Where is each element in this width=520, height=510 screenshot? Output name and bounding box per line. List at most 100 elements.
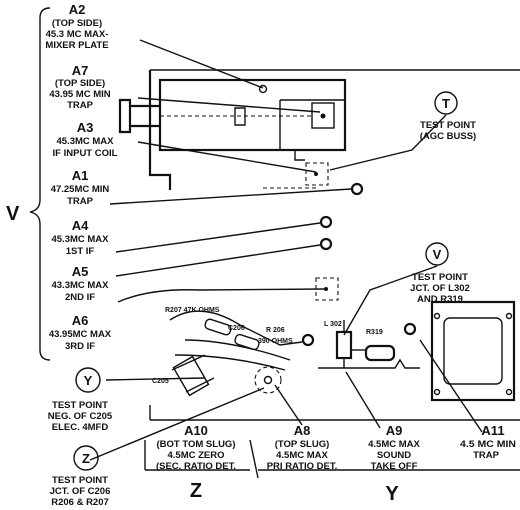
leader-lines xyxy=(89,39,483,461)
a11-rivet-bl xyxy=(433,388,441,396)
t-line-2: (AGC BUSS) xyxy=(420,131,476,142)
a1-line-1: 47.25MC MIN xyxy=(51,184,110,195)
tuner-foot xyxy=(294,150,305,161)
y-line-2: NEG. OF C205 xyxy=(48,411,113,422)
v-symbol: V xyxy=(433,247,442,262)
a11-rivet-tl xyxy=(433,312,441,320)
a7-slug xyxy=(320,113,326,119)
a8-line-1: (TOP SLUG) xyxy=(275,439,330,450)
a8-line-3: PRI RATIO DET. xyxy=(267,461,338,472)
a2-line-2: 45.3 MC MAX- xyxy=(46,29,109,40)
a4-id: A4 xyxy=(72,218,89,233)
z-symbol-circle xyxy=(73,445,99,471)
r206-value-label: 390 OHMS xyxy=(258,338,293,345)
a4-line-1: 45.3MC MAX xyxy=(51,234,109,245)
y-symbol: Y xyxy=(84,373,93,388)
a7-line-1: (TOP SIDE) xyxy=(55,78,105,89)
v-symbol-circle xyxy=(425,242,449,266)
chassis-bottom xyxy=(149,405,520,421)
ratio-det-slug xyxy=(263,375,273,385)
a3-line-2: IF INPUT COIL xyxy=(53,148,118,159)
a6-line-2: 3RD IF xyxy=(65,341,95,352)
z-line-1: TEST POINT xyxy=(52,475,108,486)
a8-id: A8 xyxy=(294,423,311,438)
a11-line-2: TRAP xyxy=(473,450,500,461)
r207-label: R207 47K OHMS xyxy=(165,307,220,314)
a11-rivet-tr xyxy=(505,312,513,320)
z-leader xyxy=(89,387,265,461)
zy-bracket-line xyxy=(144,440,520,471)
shaft-collar xyxy=(234,107,246,126)
circled-symbols xyxy=(73,91,458,471)
a10-line-1: (BOT TOM SLUG) xyxy=(157,439,236,450)
a5-line-1: 43.3MC MAX xyxy=(51,280,109,291)
a7-leader xyxy=(137,97,321,113)
a8-leader xyxy=(274,384,303,426)
a9-line-1: 4.5MC MAX xyxy=(368,439,420,450)
r319-resistor xyxy=(364,344,396,362)
a8-line-2: 4.5MC MAX xyxy=(276,450,328,461)
a9-line-3: TAKE OFF xyxy=(371,461,418,472)
a3-leader xyxy=(137,141,317,173)
c205-body xyxy=(172,355,210,397)
a5-id: A5 xyxy=(72,264,89,279)
a3-line-1: 45.3MC MAX xyxy=(56,136,114,147)
a11-line-1: 4.5 MC MIN xyxy=(460,439,516,450)
a9-leader xyxy=(345,371,381,429)
group-brackets xyxy=(29,7,520,479)
r206-ring[interactable] xyxy=(301,333,315,347)
c205-label: C205 xyxy=(152,378,169,385)
tuner-block xyxy=(158,78,347,152)
a2-leader xyxy=(139,39,264,89)
r206-body xyxy=(234,333,260,351)
a7-id: A7 xyxy=(72,63,89,78)
t-line-1: TEST POINT xyxy=(420,120,476,131)
a1-line-2: TRAP xyxy=(67,196,94,207)
v-line-2: JCT. OF L302 xyxy=(410,283,470,294)
a11-core xyxy=(443,317,503,385)
y-symbol-circle xyxy=(75,367,101,393)
a4-ring[interactable] xyxy=(319,215,333,229)
c206-label: C206 xyxy=(228,325,245,332)
group-z-label: Z xyxy=(190,480,202,502)
a6-leader xyxy=(117,288,327,303)
a5-leader xyxy=(115,244,321,277)
a1-ring[interactable] xyxy=(350,182,364,196)
a5-line-2: 2ND IF xyxy=(65,292,95,303)
if-chassis-edge xyxy=(148,70,172,190)
ratio-det-can xyxy=(254,366,282,394)
y-line-1: TEST POINT xyxy=(52,400,108,411)
component-wire-1 xyxy=(169,310,303,346)
sound-board xyxy=(318,358,420,369)
c205-leads xyxy=(171,354,215,393)
a2-line-1: (TOP SIDE) xyxy=(52,18,102,29)
a4b-ring[interactable] xyxy=(319,237,333,251)
a3-can xyxy=(305,162,329,186)
a4-line-2: 1ST IF xyxy=(66,246,95,257)
a6-line-1: 43.95MC MAX xyxy=(49,329,112,340)
a9-id: A9 xyxy=(386,423,403,438)
v-line-3: AND R319 xyxy=(417,294,463,305)
r319-label: R319 xyxy=(366,329,383,336)
v-leader xyxy=(343,265,438,336)
a2-line-3: MIXER PLATE xyxy=(45,40,108,51)
t-leader xyxy=(329,114,447,171)
v-bracket xyxy=(29,7,51,361)
a1-id: A1 xyxy=(72,168,89,183)
a6-id: A6 xyxy=(72,313,89,328)
r207-body xyxy=(204,318,232,336)
zy-bracket-split xyxy=(249,439,259,479)
z-line-2: JCT. OF C206 xyxy=(50,486,111,497)
a4-leader xyxy=(115,222,321,253)
test-point-rings xyxy=(301,182,417,347)
chassis-drawing xyxy=(118,69,520,421)
l302-label: L 302 xyxy=(324,321,342,328)
a10-id: A10 xyxy=(184,423,208,438)
a3-slug xyxy=(314,172,318,176)
v-test-ring[interactable] xyxy=(403,322,417,336)
a11-transformer xyxy=(430,300,516,402)
a1-leader xyxy=(109,188,352,205)
component-wire-3 xyxy=(174,354,286,371)
group-y-label: Y xyxy=(385,483,399,505)
